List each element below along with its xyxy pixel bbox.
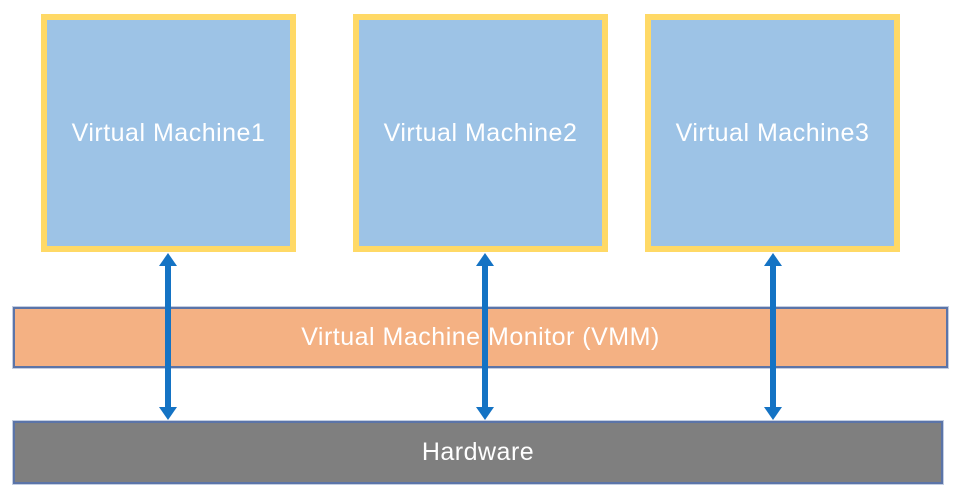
vm1-box: Virtual Machine1	[41, 14, 296, 252]
arrow-shaft	[770, 264, 776, 409]
arrow-shaft	[165, 264, 171, 409]
vm1-to-hardware-bidirectional-arrow	[159, 253, 177, 420]
hardware-bar: Hardware	[13, 421, 943, 484]
vmm-label: Virtual Machine Monitor (VMM)	[301, 323, 660, 351]
vm2-box: Virtual Machine2	[353, 14, 608, 252]
arrow-shaft	[482, 264, 488, 409]
vm3-to-hardware-bidirectional-arrow	[764, 253, 782, 420]
vm3-box: Virtual Machine3	[645, 14, 900, 252]
vm1-label: Virtual Machine1	[71, 118, 266, 147]
vm2-to-hardware-bidirectional-arrow	[476, 253, 494, 420]
vm2-label: Virtual Machine2	[383, 118, 578, 147]
hardware-label: Hardware	[421, 438, 535, 466]
vm3-label: Virtual Machine3	[675, 118, 870, 147]
